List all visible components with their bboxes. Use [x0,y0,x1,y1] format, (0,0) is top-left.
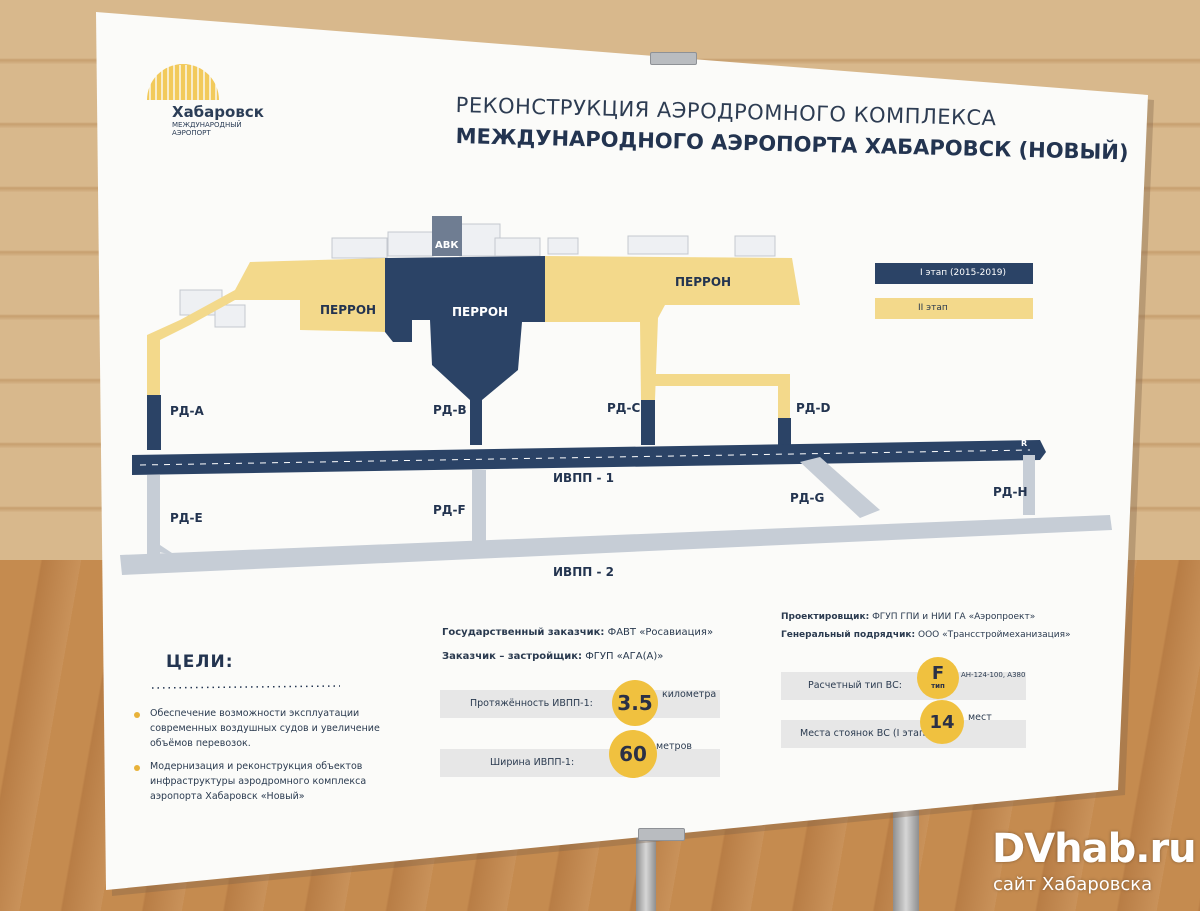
designer-value: ФГУП ГПИ и НИИ ГА «Аэропроект» [872,612,1036,622]
legend-stage1-swatch [875,263,1033,284]
developer-label: Заказчик – застройщик: [442,651,582,662]
legend-stage2-swatch [875,298,1033,319]
goal-bullet-1 [134,712,140,718]
goals-divider [151,685,341,689]
legend-stage2-label: II этап [918,303,948,313]
general-contractor-value: ООО «Трансстроймеханизация» [917,630,1071,640]
general-contractor: Генеральный подрядчик: ООО «Трансстройме… [781,630,1071,640]
developer: Заказчик – застройщик: ФГУП «АГА(А)» [442,651,663,662]
runway-1 [132,440,1046,518]
runway-width-unit: метров [656,741,692,752]
aircraft-type-pill [781,672,1026,700]
runway-2 [120,470,1112,575]
watermark-site: DVhab.ru [992,826,1197,872]
state-customer-label: Государственный заказчик: [442,627,605,638]
taxiway-a-label: РД-А [170,404,204,418]
stage1-areas [147,256,791,450]
avk-building [432,216,462,256]
aircraft-type-sub: тип [931,682,945,690]
runway-length-unit: километра [662,689,717,700]
aircraft-type-value: F тип [917,657,959,699]
taxiway-e-label: РД-Е [170,511,203,525]
legend-stage1-label: I этап (2015-2019) [920,268,1007,278]
stand-pole-left [636,830,656,911]
board-clip-top [650,52,697,65]
aircraft-type-label: Расчетный тип ВС: [808,680,902,691]
goal-bullet-2 [134,765,140,771]
goal-item-2: Модернизация и реконструкция объектов ин… [150,761,367,802]
logo-sun-icon [145,64,225,140]
runway-width-label: Ширина ИВПП-1: [490,757,575,768]
stands-pill [781,720,1026,748]
apron-label-east: ПЕРРОН [675,275,732,289]
runway-width-value: 60 [609,730,657,778]
stands-unit: мест [968,712,992,723]
apron-label-central: ПЕРРОН [452,305,509,319]
stands-value: 14 [920,700,964,744]
aircraft-type-letter: F [931,663,945,684]
watermark-tagline: сайт Хабаровска [993,874,1153,895]
developer-value: ФГУП «АГА(А)» [585,651,664,662]
runway-length-label: Протяжённость ИВПП-1: [470,698,593,709]
designer: Проектировщик: ФГУП ГПИ и НИИ ГА «Аэропр… [781,612,1035,622]
apron-label-west: ПЕРРОН [320,303,377,317]
board-clip-bottom [638,828,685,841]
avk-label: АВК [435,240,459,251]
taxiway-g-label: РД-G [790,491,825,505]
stands-label: Места стоянок ВС (I этап): [800,728,933,739]
runway-length-value: 3.5 [612,680,658,726]
logo-name: Хабаровск [172,103,264,121]
taxiway-c-label: РД-С [607,401,641,415]
designer-label: Проектировщик: [781,612,870,622]
runway-width-pill [440,749,720,777]
state-customer-value: ФАВТ «Росавиация» [607,627,714,638]
runway-1-label: ИВПП - 1 [553,471,614,485]
general-contractor-label: Генеральный подрядчик: [781,630,916,640]
aircraft-types: АН-124-100, А380 [961,671,1026,679]
goal-item-1: Обеспечение возможности эксплуатации сов… [150,708,380,749]
stage2-areas [147,256,800,420]
logo-subtitle: МЕЖДУНАРОДНЫЙ АЭРОПОРТ [172,121,242,137]
stand-pole-right [893,800,919,911]
runway-length-pill [440,690,720,718]
state-customer: Государственный заказчик: ФАВТ «Росавиац… [442,627,713,638]
runway-2-label: ИВПП - 2 [553,565,614,579]
runway-mark: R [1021,439,1028,448]
goals-title: ЦЕЛИ: [166,652,234,672]
taxiway-d-label: РД-D [796,401,831,415]
taxiway-h-label: РД-Н [993,485,1028,499]
taxiway-b-label: РД-В [433,403,467,417]
taxiway-f-label: РД-F [433,503,466,517]
